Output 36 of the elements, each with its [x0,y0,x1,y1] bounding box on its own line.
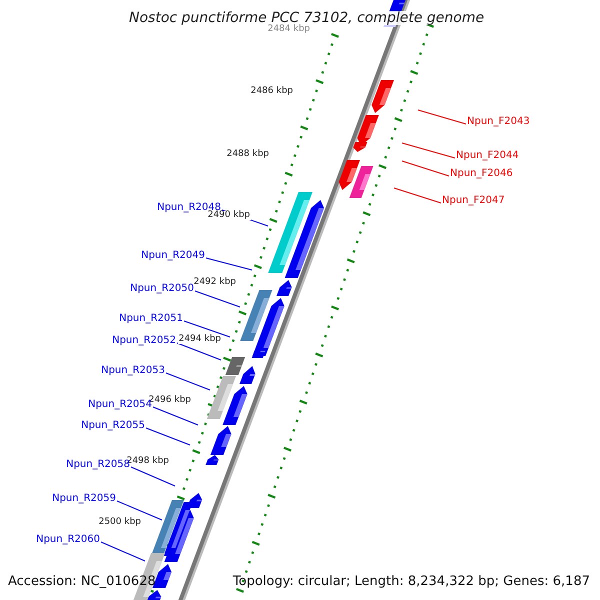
gene-label: Npun_R2060 [36,535,100,545]
scale-label: 2494 kbp [178,335,222,344]
gene-label: Npun_F2047 [442,196,505,206]
leader-line [176,342,222,360]
leader-line [402,142,456,158]
leader-line [418,110,466,124]
scale-label: 2486 kbp [250,87,294,96]
gene-label: Npun_R2059 [52,494,116,504]
leader-line [166,372,210,390]
scale-label: 2490 kbp [206,211,251,220]
gene-label: Npun_R2050 [130,284,194,294]
leader-line [146,428,190,446]
leader-line [152,406,198,426]
leader-line [184,320,230,338]
gene-label: Npun_R2049 [141,251,205,261]
title: Nostoc punctiforme PCC 73102, complete genome [127,11,486,25]
accession-text: Accession: NC_010628 [8,575,156,588]
leader-line [206,258,252,270]
leader-line [194,290,240,308]
scale-label: 2500 kbp [98,518,142,527]
gene-label: Npun_R2052 [112,336,176,346]
genome-summary-text: Topology: circular; Length: 8,234,322 bp; Genes: 6,187 [232,575,590,588]
leader-line [402,160,450,176]
gene-label: Npun_R2055 [81,421,145,431]
leader-line [116,500,162,520]
leader-line [100,542,146,562]
gene-label: Npun_F2046 [450,169,513,179]
leader-line [394,188,442,204]
scale-label: 2488 kbp [226,150,270,159]
gene-label: Npun_F2044 [456,151,519,161]
leader-line [130,466,176,486]
gene-label: Npun_R2051 [119,314,183,324]
scale-label: 2484 kbp [266,25,311,34]
gene-label: Npun_R2053 [101,366,165,376]
gene-label: Npun_F2043 [467,117,530,127]
scale-label: 2492 kbp [192,278,237,287]
